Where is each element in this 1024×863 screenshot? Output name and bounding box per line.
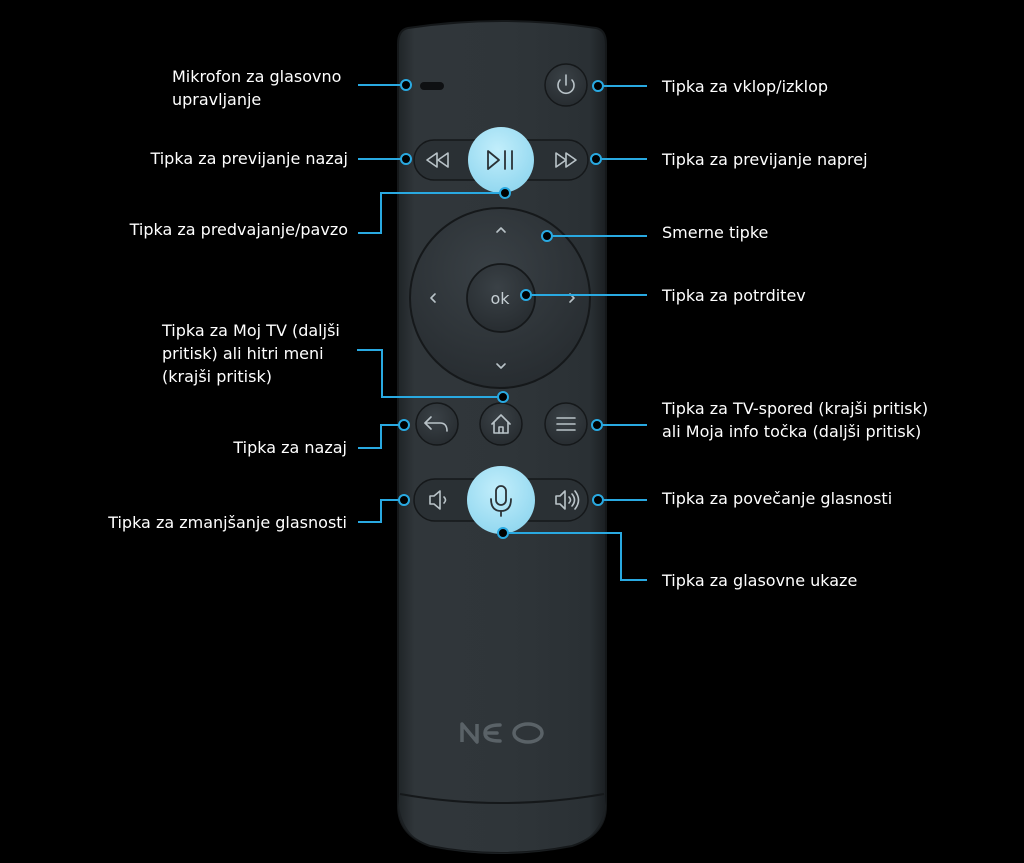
power-button[interactable] xyxy=(544,63,588,107)
ok-label: ok xyxy=(490,289,510,308)
arrow-up-icon xyxy=(496,227,506,233)
label-microphone: Mikrofon za glasovno upravljanje xyxy=(172,67,347,109)
label-back: Tipka za nazaj xyxy=(232,438,347,457)
back-arrow-icon xyxy=(424,416,448,432)
guide-button[interactable] xyxy=(544,402,588,446)
arrow-left-icon xyxy=(430,293,436,303)
microphone-icon xyxy=(490,485,512,517)
callout-labels: Mikrofon za glasovno upravljanje Tipka z… xyxy=(107,67,933,590)
ok-button[interactable]: ok xyxy=(466,263,536,333)
callout-dots xyxy=(398,79,604,539)
label-play-pause: Tipka za predvajanje/pavzo xyxy=(129,220,348,239)
label-directional: Smerne tipke xyxy=(662,223,768,242)
label-forward: Tipka za previjanje naprej xyxy=(661,150,868,169)
callout-dot-directional xyxy=(541,230,553,242)
play-pause-icon xyxy=(487,150,513,170)
home-icon xyxy=(491,414,511,434)
forward-icon xyxy=(555,152,577,168)
callout-dot-volume-up xyxy=(592,494,604,506)
label-rewind: Tipka za previjanje nazaj xyxy=(149,149,348,168)
speaker-low-icon xyxy=(429,490,447,510)
label-confirm: Tipka za potrditev xyxy=(661,286,806,305)
callout-dot-rewind xyxy=(400,153,412,165)
back-button[interactable] xyxy=(415,402,459,446)
callout-dot-forward xyxy=(590,153,602,165)
label-power: Tipka za vklop/izklop xyxy=(661,77,828,96)
callout-dot-back xyxy=(398,419,410,431)
callout-dot-guide xyxy=(591,419,603,431)
callout-dot-confirm xyxy=(520,289,532,301)
power-icon xyxy=(557,74,575,95)
volume-up-button[interactable] xyxy=(530,479,588,521)
label-volume-up: Tipka za povečanje glasnosti xyxy=(661,489,892,508)
microphone-slot xyxy=(420,82,444,90)
arrow-down-icon xyxy=(496,363,506,369)
callout-dot-microphone xyxy=(400,79,412,91)
label-home: Tipka za Moj TV (daljši pritisk) ali hit… xyxy=(161,321,345,386)
volume-down-button[interactable] xyxy=(414,479,472,521)
label-voice: Tipka za glasovne ukaze xyxy=(661,571,857,590)
callout-dot-home xyxy=(497,391,509,403)
voice-button[interactable] xyxy=(467,466,535,534)
label-volume-down: Tipka za zmanjšanje glasnosti xyxy=(107,513,347,532)
forward-button[interactable] xyxy=(528,140,588,180)
neo-logo xyxy=(460,722,544,744)
rewind-icon xyxy=(426,152,449,168)
callout-dot-voice xyxy=(497,527,509,539)
home-button[interactable] xyxy=(479,402,523,446)
menu-lines-icon xyxy=(556,417,576,431)
rewind-button[interactable] xyxy=(414,140,474,180)
leader-lines xyxy=(357,84,647,581)
label-guide: Tipka za TV-spored (krajši pritisk) ali … xyxy=(661,399,933,441)
callout-dot-power xyxy=(592,80,604,92)
play-pause-button[interactable] xyxy=(468,127,534,193)
callout-dot-volume-down xyxy=(398,494,410,506)
callout-dot-play-pause xyxy=(499,187,511,199)
speaker-high-icon xyxy=(555,490,580,510)
